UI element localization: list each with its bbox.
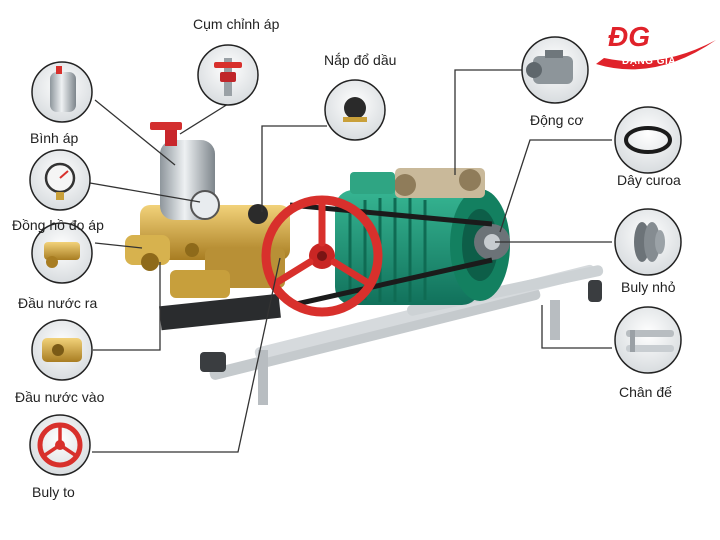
- belt-icon: [624, 126, 672, 154]
- leader-binh-ap: [94, 99, 176, 166]
- large-pulley: [261, 195, 383, 317]
- callout-nap-do-dau: [324, 79, 386, 141]
- callout-dong-co: [521, 36, 589, 104]
- svg-text:ĐG: ĐG: [608, 21, 650, 52]
- label-dong-co: Động cơ: [530, 112, 584, 128]
- svg-text:ĐẶNG GIA: ĐẶNG GIA: [622, 54, 676, 67]
- label-dau-nuoc-ra: Đầu nước ra: [18, 295, 98, 311]
- callout-dong-ho-do-ap: [29, 149, 91, 211]
- label-day-curoa: Dây curoa: [617, 172, 681, 188]
- large-pulley-icon: [37, 422, 83, 468]
- label-dong-ho-do-ap: Đồng hồ đo áp: [12, 217, 104, 233]
- leader-chan-de: [541, 305, 612, 349]
- motor-icon: [526, 50, 573, 84]
- callout-dau-nuoc-vao: [31, 319, 93, 381]
- oil-cap-icon: [343, 97, 367, 122]
- brand-logo: ĐG ĐẶNG GIA: [596, 21, 716, 70]
- leader-dau-nuoc-vao: [93, 262, 161, 351]
- small-pulley-icon: [634, 222, 665, 262]
- pressure-gauge-icon: [44, 162, 76, 200]
- leader-dong-co: [454, 69, 522, 175]
- callout-day-curoa: [614, 106, 682, 174]
- leader-day-curoa: [499, 139, 612, 233]
- water-outlet-icon: [44, 242, 80, 268]
- base-frame: [159, 264, 604, 405]
- small-pulley: [474, 224, 510, 260]
- label-binh-ap: Bình áp: [30, 130, 79, 146]
- leader-dong-ho-do-ap: [89, 182, 201, 203]
- water-inlet-icon: [42, 338, 82, 362]
- callout-buly-nho: [614, 208, 682, 276]
- callout-buly-to: [29, 414, 91, 476]
- leader-dau-nuoc-ra: [94, 242, 143, 249]
- base-stand-icon: [626, 330, 674, 352]
- leader-buly-to: [92, 257, 281, 453]
- leader-cum-chinh-ap: [179, 103, 229, 135]
- leader-lines: [89, 69, 612, 453]
- callout-dau-nuoc-ra: [31, 222, 93, 284]
- pressure-tank-icon: [50, 66, 76, 112]
- pump-machine: [125, 122, 604, 405]
- label-buly-to: Buly to: [32, 484, 75, 500]
- label-buly-nho: Buly nhỏ: [621, 279, 676, 295]
- callout-chan-de: [614, 306, 682, 374]
- callout-binh-ap: [31, 61, 93, 123]
- pressure-tank: [150, 122, 220, 220]
- label-dau-nuoc-vao: Đầu nước vào: [15, 389, 105, 405]
- label-chan-de: Chân đế: [619, 384, 672, 400]
- pressure-valve-icon: [214, 58, 242, 96]
- label-cum-chinh-ap: Cụm chỉnh áp: [193, 16, 280, 32]
- label-nap-do-dau: Nắp đổ dầu: [324, 52, 397, 68]
- callout-cum-chinh-ap: [197, 44, 259, 106]
- leader-nap-do-dau: [261, 125, 327, 212]
